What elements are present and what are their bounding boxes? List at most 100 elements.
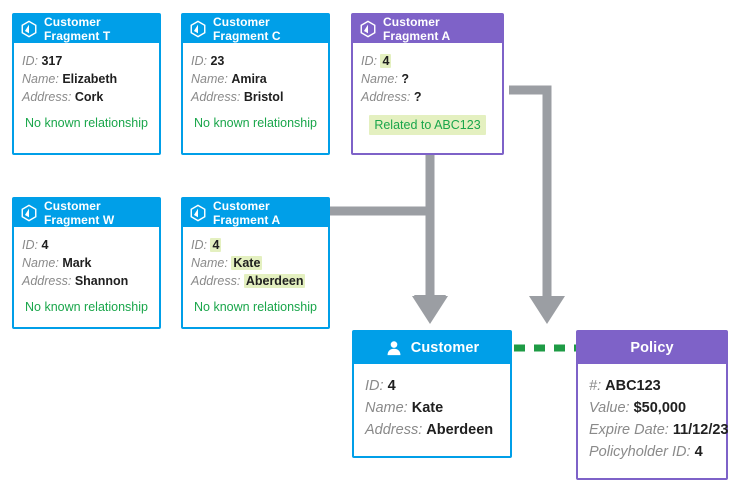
field-value: $50,000 bbox=[633, 400, 687, 416]
field-address: Address: Aberdeen bbox=[365, 419, 499, 441]
card-header: Customer bbox=[354, 332, 510, 364]
card-customer-fragment-a-blue[interactable]: Customer Fragment A ID: 4 Name: Kate Add… bbox=[181, 197, 330, 329]
field-value: Kate bbox=[411, 400, 444, 416]
status-badge: No known relationship bbox=[194, 300, 317, 314]
field-value: Kate bbox=[231, 256, 263, 270]
field-value-amount: Value: $50,000 bbox=[589, 397, 715, 419]
field-value: 4 bbox=[41, 238, 49, 252]
hexagon-node-icon bbox=[190, 204, 206, 222]
hexagon-node-icon bbox=[21, 20, 37, 38]
field-value: 4 bbox=[387, 378, 396, 394]
field-label: Address: bbox=[22, 90, 72, 104]
field-name: Name: Kate bbox=[365, 397, 499, 419]
card-customer-fragment-t[interactable]: Customer Fragment T ID: 317 Name: Elizab… bbox=[12, 13, 161, 155]
field-value: Aberdeen bbox=[426, 422, 494, 438]
card-customer-fragment-w[interactable]: Customer Fragment W ID: 4 Name: Mark Add… bbox=[12, 197, 161, 329]
field-address: Address: Shannon bbox=[22, 272, 151, 290]
field-label: Expire Date: bbox=[589, 422, 669, 438]
field-address: Address: Bristol bbox=[191, 88, 320, 106]
field-value: Cork bbox=[74, 90, 104, 104]
field-label: Value: bbox=[589, 400, 630, 416]
card-body: #: ABC123 Value: $50,000 Expire Date: 11… bbox=[578, 364, 728, 475]
status-badge: No known relationship bbox=[194, 116, 317, 130]
field-label: Address: bbox=[361, 90, 411, 104]
field-id: ID: 23 bbox=[191, 52, 320, 70]
card-body: ID: 4 Name: Mark Address: Shannon No kno… bbox=[14, 227, 159, 321]
field-policyholder-id: Policyholder ID: 4 bbox=[589, 441, 715, 463]
field-value: Mark bbox=[62, 256, 92, 270]
field-label: ID: bbox=[191, 238, 207, 252]
field-value: Shannon bbox=[74, 274, 129, 288]
field-label: #: bbox=[589, 378, 602, 394]
field-id: ID: 4 bbox=[361, 52, 494, 70]
field-value: Aberdeen bbox=[243, 274, 306, 288]
field-name: Name: Mark bbox=[22, 254, 151, 272]
field-name: Name: ? bbox=[361, 70, 494, 88]
card-title: Policy bbox=[630, 340, 674, 356]
card-body: ID: 4 Name: Kate Address: Aberdeen bbox=[354, 364, 510, 453]
field-label: Name: bbox=[191, 72, 228, 86]
field-expire-date: Expire Date: 11/12/23 bbox=[589, 419, 728, 441]
card-header: Customer Fragment A bbox=[353, 15, 502, 43]
field-id: ID: 4 bbox=[365, 375, 499, 397]
field-value: ABC123 bbox=[605, 378, 661, 394]
card-header: Customer Fragment T bbox=[14, 15, 159, 43]
card-body: ID: 23 Name: Amira Address: Bristol No k… bbox=[183, 43, 328, 137]
status-badge: No known relationship bbox=[25, 300, 148, 314]
field-label: Address: bbox=[191, 274, 241, 288]
field-name: Name: Amira bbox=[191, 70, 320, 88]
field-label: ID: bbox=[22, 54, 38, 68]
field-label: Address: bbox=[191, 90, 241, 104]
person-icon bbox=[387, 341, 401, 356]
card-title: Customer Fragment T bbox=[44, 15, 111, 43]
field-label: Address: bbox=[365, 422, 423, 438]
card-customer-entity[interactable]: Customer ID: 4 Name: Kate Address: Aberd… bbox=[352, 330, 512, 458]
status-badge: No known relationship bbox=[25, 116, 148, 130]
field-value: 4 bbox=[210, 238, 222, 252]
connector-frag-a-purple-to-customer bbox=[330, 155, 448, 324]
field-id: ID: 317 bbox=[22, 52, 151, 70]
hexagon-node-icon bbox=[21, 204, 37, 222]
card-header: Customer Fragment C bbox=[183, 15, 328, 43]
field-value: ? bbox=[401, 72, 409, 86]
field-name: Name: Kate bbox=[191, 254, 320, 272]
field-label: Policyholder ID: bbox=[589, 444, 691, 460]
card-policy-entity[interactable]: Policy #: ABC123 Value: $50,000 Expire D… bbox=[576, 330, 728, 480]
card-body: ID: 4 Name: ? Address: ? Related to ABC1… bbox=[353, 43, 502, 141]
field-label: Address: bbox=[22, 274, 72, 288]
status-badge: Related to ABC123 bbox=[369, 115, 486, 135]
field-value: 11/12/23 bbox=[672, 422, 729, 438]
connector-frag-a-purple-to-policy bbox=[509, 85, 565, 324]
field-value: 23 bbox=[210, 54, 225, 68]
field-value: 4 bbox=[380, 54, 392, 68]
card-title: Customer Fragment A bbox=[213, 199, 281, 227]
field-label: Name: bbox=[365, 400, 408, 416]
card-title: Customer Fragment C bbox=[213, 15, 281, 43]
field-value: ? bbox=[413, 90, 422, 104]
field-address: Address: Aberdeen bbox=[191, 272, 320, 290]
card-title: Customer Fragment A bbox=[383, 15, 451, 43]
field-address: Address: Cork bbox=[22, 88, 151, 106]
field-label: ID: bbox=[361, 54, 377, 68]
field-label: Name: bbox=[361, 72, 398, 86]
field-value: Amira bbox=[231, 72, 267, 86]
card-header: Customer Fragment W bbox=[14, 199, 159, 227]
card-body: ID: 4 Name: Kate Address: Aberdeen No kn… bbox=[183, 227, 328, 321]
field-id: ID: 4 bbox=[22, 236, 151, 254]
card-title: Customer Fragment W bbox=[44, 199, 115, 227]
field-name: Name: Elizabeth bbox=[22, 70, 151, 88]
field-value: Bristol bbox=[243, 90, 284, 104]
field-id: ID: 4 bbox=[191, 236, 320, 254]
field-value: Elizabeth bbox=[62, 72, 118, 86]
card-header: Customer Fragment A bbox=[183, 199, 328, 227]
field-value: 4 bbox=[694, 444, 703, 460]
field-label: ID: bbox=[365, 378, 384, 394]
field-value: 317 bbox=[41, 54, 63, 68]
field-number: #: ABC123 bbox=[589, 375, 715, 397]
card-customer-fragment-a-purple[interactable]: Customer Fragment A ID: 4 Name: ? Addres… bbox=[351, 13, 504, 155]
hexagon-node-icon bbox=[360, 20, 376, 38]
card-body: ID: 317 Name: Elizabeth Address: Cork No… bbox=[14, 43, 159, 137]
field-label: ID: bbox=[22, 238, 38, 252]
card-customer-fragment-c[interactable]: Customer Fragment C ID: 23 Name: Amira A… bbox=[181, 13, 330, 155]
